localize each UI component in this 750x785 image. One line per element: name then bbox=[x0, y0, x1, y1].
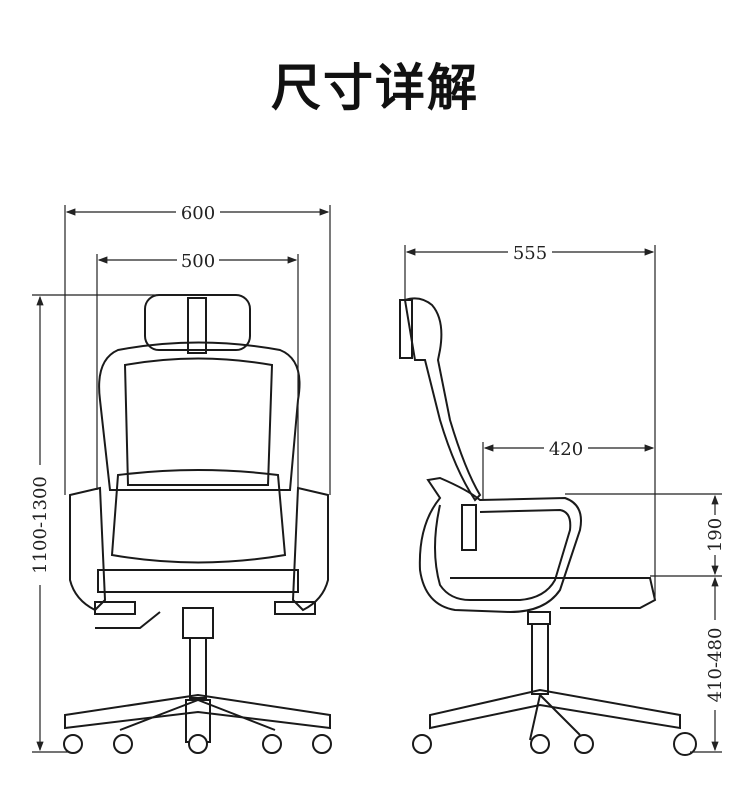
overall-depth-label: 555 bbox=[513, 243, 547, 264]
seat-depth-dimension: 420 bbox=[482, 436, 655, 500]
page-title: 尺寸详解 bbox=[271, 59, 479, 117]
front-view-chair bbox=[63, 294, 332, 754]
overall-height-dimension: 1100-1300 bbox=[28, 294, 190, 753]
seat-width-label: 500 bbox=[181, 251, 215, 272]
side-depth-dimension: 555 bbox=[404, 240, 656, 600]
overall-width-label: 600 bbox=[181, 203, 215, 224]
armrest-height-label: 190 bbox=[705, 518, 726, 552]
seat-height-label: 410-480 bbox=[705, 628, 726, 703]
front-width-dimension: 600 bbox=[64, 200, 331, 495]
seat-height-dimension: 410-480 bbox=[690, 576, 726, 753]
side-view-chair bbox=[399, 297, 697, 756]
seat-width-dimension: 500 bbox=[96, 248, 299, 490]
seat-depth-label: 420 bbox=[549, 439, 583, 460]
armrest-height-dimension: 190 bbox=[565, 493, 726, 577]
overall-height-label: 1100-1300 bbox=[30, 476, 51, 574]
